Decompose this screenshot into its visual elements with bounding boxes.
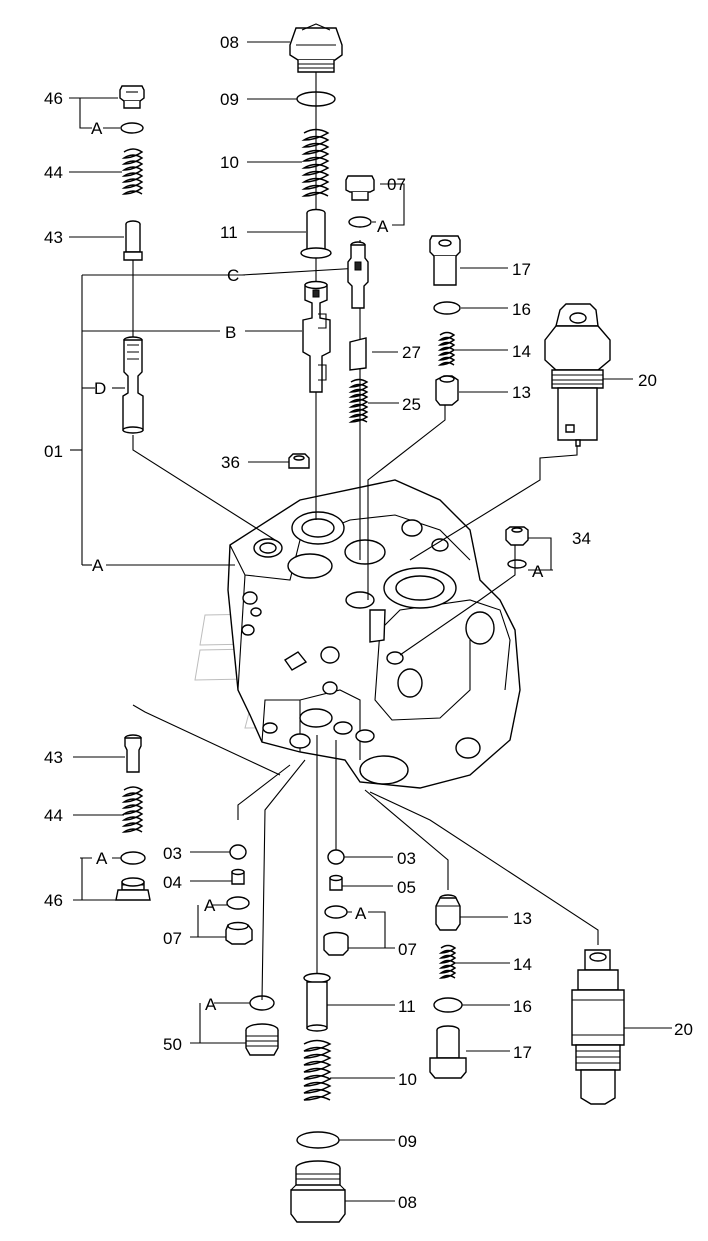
part-34-plug	[505, 526, 529, 546]
label-a-46-top: A	[91, 119, 103, 138]
label-14-bottom: 14	[513, 955, 532, 974]
label-17-top: 17	[512, 260, 531, 279]
label-09-top: 09	[220, 90, 239, 109]
label-07-top: 07	[387, 175, 406, 194]
label-14-top: 14	[512, 342, 531, 361]
part-50-plug	[245, 1023, 279, 1056]
part-07-top-plug	[345, 175, 375, 201]
label-43-top: 43	[44, 228, 63, 247]
label-11-bottom: 11	[398, 997, 416, 1016]
part-43-bottom-poppet	[124, 734, 142, 773]
part-03-right-ball	[327, 849, 345, 865]
label-46-top: 46	[44, 89, 63, 108]
part-16-top-oring	[433, 301, 461, 315]
part-a-top-left-oring	[120, 122, 144, 134]
label-a-50: A	[205, 995, 217, 1014]
label-50: 50	[163, 1035, 182, 1054]
part-10-top-spring	[301, 128, 330, 197]
part-17-bottom-plug	[429, 1025, 467, 1079]
part-a-07-right-oring	[324, 905, 348, 919]
label-a-07-top: A	[377, 217, 389, 236]
label-01: 01	[44, 442, 63, 461]
part-20-top-relief-valve	[544, 303, 611, 447]
label-a-34: A	[532, 562, 544, 581]
label-a-07-right: A	[355, 904, 367, 923]
part-03-left-ball	[229, 844, 247, 860]
part-13-top-poppet	[435, 375, 459, 406]
label-a-07-left: A	[204, 896, 216, 915]
label-11-top: 11	[220, 223, 238, 242]
spool-b-c-assembly	[302, 280, 331, 393]
part-07-right-plug	[323, 931, 349, 956]
label-c: C	[227, 266, 239, 285]
label-d: D	[94, 379, 106, 398]
label-20-top: 20	[638, 371, 657, 390]
label-16-top: 16	[512, 300, 531, 319]
part-44-top-spring	[121, 148, 144, 195]
label-13-top: 13	[512, 383, 531, 402]
label-a-01: A	[92, 556, 104, 575]
label-34: 34	[572, 529, 591, 548]
label-27: 27	[402, 343, 421, 362]
label-46-bottom: 46	[44, 891, 63, 910]
label-10-bottom: 10	[398, 1070, 417, 1089]
label-13-bottom: 13	[513, 909, 532, 928]
part-43-top-poppet	[123, 220, 143, 261]
label-a-46-bottom: A	[96, 849, 108, 868]
label-leaders	[69, 41, 672, 1202]
label-03-left: 03	[163, 844, 182, 863]
part-46-top-plug	[119, 85, 145, 109]
part-08-bottom-plug	[290, 1160, 346, 1223]
part-11-bottom-piston	[303, 972, 331, 1032]
part-27-pin	[349, 337, 367, 371]
label-16-bottom: 16	[513, 997, 532, 1016]
label-07-left: 07	[163, 929, 182, 948]
label-44-top: 44	[44, 163, 63, 182]
part-a-07-oring	[348, 216, 372, 228]
part-a-34-oring	[507, 559, 527, 569]
part-05-seat	[329, 874, 343, 891]
part-07-left-plug	[225, 921, 253, 945]
label-08-bottom: 08	[398, 1193, 417, 1212]
part-17-top-plug	[429, 235, 461, 286]
part-a-07-left-oring	[226, 896, 250, 910]
part-25-spring	[348, 378, 369, 423]
spool-c	[347, 241, 369, 309]
part-16-bottom-oring	[433, 997, 463, 1013]
label-17-bottom: 17	[513, 1043, 532, 1062]
part-08-top-plug	[289, 23, 343, 73]
part-20-bottom-relief-valve	[571, 949, 625, 1105]
part-04-seat	[231, 868, 245, 885]
label-09-bottom: 09	[398, 1132, 417, 1151]
label-03-right: 03	[397, 849, 416, 868]
label-44-bottom: 44	[44, 806, 63, 825]
label-b: B	[225, 323, 236, 342]
label-07-right: 07	[398, 940, 417, 959]
label-20-bottom: 20	[674, 1020, 693, 1039]
label-05: 05	[397, 878, 416, 897]
part-44-bottom-spring	[121, 786, 144, 833]
spool-d	[122, 336, 144, 434]
valve-body	[227, 456, 521, 789]
label-04: 04	[163, 873, 182, 892]
label-36: 36	[221, 453, 240, 472]
label-08-top: 08	[220, 33, 239, 52]
label-25: 25	[402, 395, 421, 414]
part-labels: 08 09 10 11 46 A 44 43 07 A C B D 01 A 1…	[44, 33, 693, 1212]
part-36-plug	[288, 453, 310, 469]
part-46-bottom-plug	[115, 877, 151, 901]
part-13-bottom-poppet	[435, 894, 461, 931]
part-a-46-bottom-oring	[120, 851, 146, 865]
label-43-bottom: 43	[44, 748, 63, 767]
label-10-top: 10	[220, 153, 239, 172]
part-14-top-spring	[437, 331, 456, 366]
part-09-bottom-oring	[296, 1131, 340, 1149]
part-11-top-piston	[300, 208, 332, 259]
part-10-bottom-spring	[303, 1039, 332, 1101]
part-14-bottom-spring	[438, 944, 457, 979]
